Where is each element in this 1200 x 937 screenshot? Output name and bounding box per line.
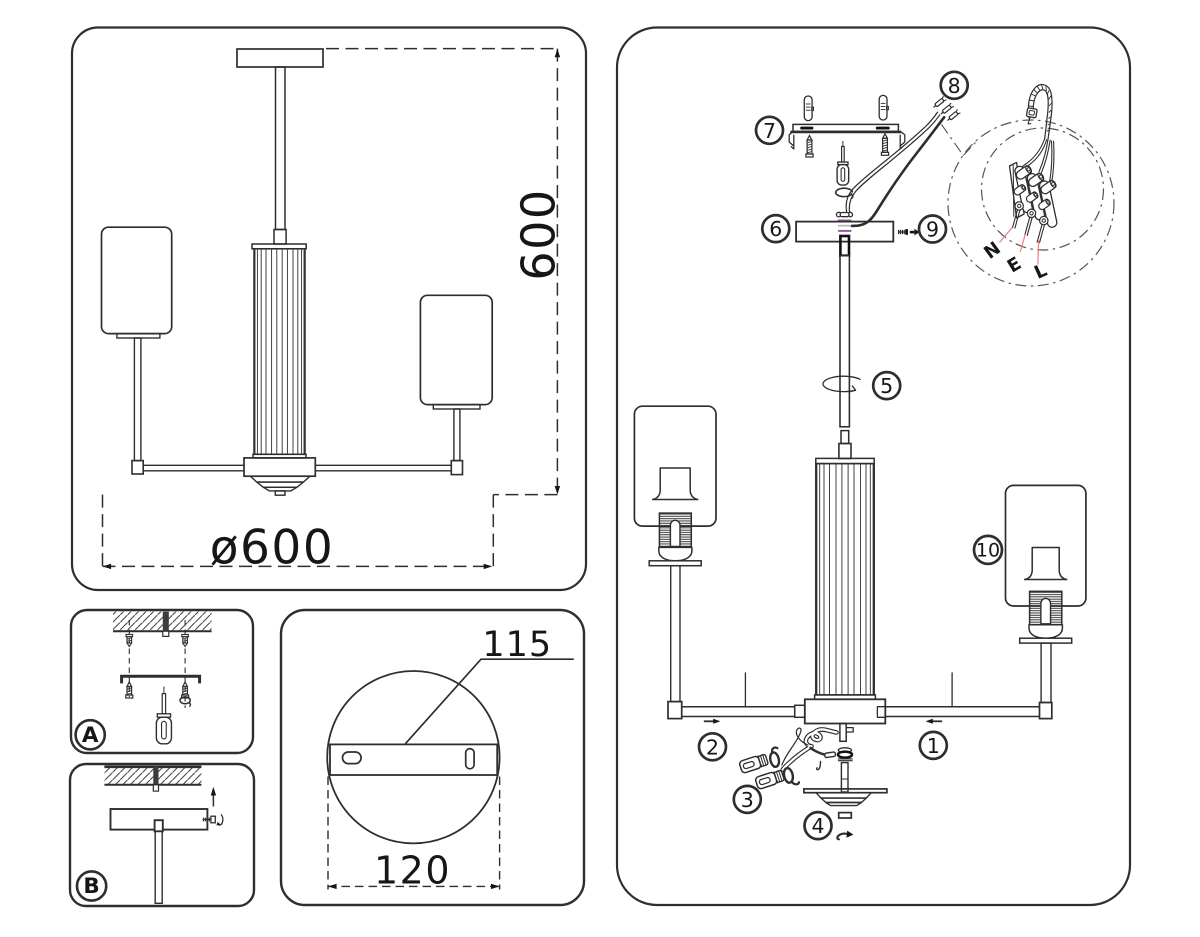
callout-10: 10 <box>972 534 1004 566</box>
callout-10-label: 10 <box>976 539 1000 561</box>
wire-label-e: E <box>1004 253 1025 277</box>
callout-5-label: 5 <box>880 374 893 398</box>
callout-1: 1 <box>918 730 949 761</box>
mounting-hardware <box>788 94 906 199</box>
step-b-badge: B <box>75 870 108 902</box>
panel-assembly: N E L 7 8 6 9 5 10 2 1 3 4 <box>615 26 1132 907</box>
callout-1-label: 1 <box>927 734 940 758</box>
step-b-label: B <box>83 874 99 899</box>
bracket-dimension-label: 115 <box>482 625 552 665</box>
wire-label-l: L <box>1031 260 1050 284</box>
callout-5: 5 <box>871 370 902 401</box>
callout-4-label: 4 <box>811 814 824 838</box>
center-column <box>681 457 1040 725</box>
callout-7-label: 7 <box>763 119 776 143</box>
callout-2-label: 2 <box>706 735 719 759</box>
panel-step-a: A <box>69 608 255 755</box>
step-a-label: A <box>82 723 99 748</box>
panel-front-view: 600 ø600 <box>70 26 588 592</box>
callout-8: 8 <box>939 70 970 101</box>
supply-wires <box>835 96 961 228</box>
stem-assembly <box>822 234 861 460</box>
bulbs-and-finial <box>738 722 888 841</box>
callout-4: 4 <box>803 810 833 841</box>
callout-7: 7 <box>754 115 785 146</box>
wiring-detail-inset: N E L <box>941 83 1115 287</box>
canopy-dimension-label: 120 <box>374 849 451 893</box>
callout-9: 9 <box>917 214 948 244</box>
height-dimension-label: 600 <box>512 188 566 280</box>
diameter-dimension-label: ø600 <box>210 521 334 576</box>
callout-9-label: 9 <box>926 218 939 242</box>
wire-label-n: N <box>980 238 1005 264</box>
panel-canopy-detail: 115 120 <box>279 608 586 907</box>
callout-2: 2 <box>697 731 728 762</box>
callout-8-label: 8 <box>948 74 961 98</box>
callout-3-label: 3 <box>741 788 754 812</box>
callout-3: 3 <box>732 784 763 815</box>
callout-6: 6 <box>760 213 791 244</box>
left-lamp-assembly <box>633 405 717 720</box>
panel-step-b: B <box>68 762 256 908</box>
step-a-badge: A <box>74 718 107 751</box>
callout-6-label: 6 <box>769 217 782 241</box>
canopy-assembly <box>795 219 920 243</box>
right-lamp-assembly <box>1004 484 1087 720</box>
